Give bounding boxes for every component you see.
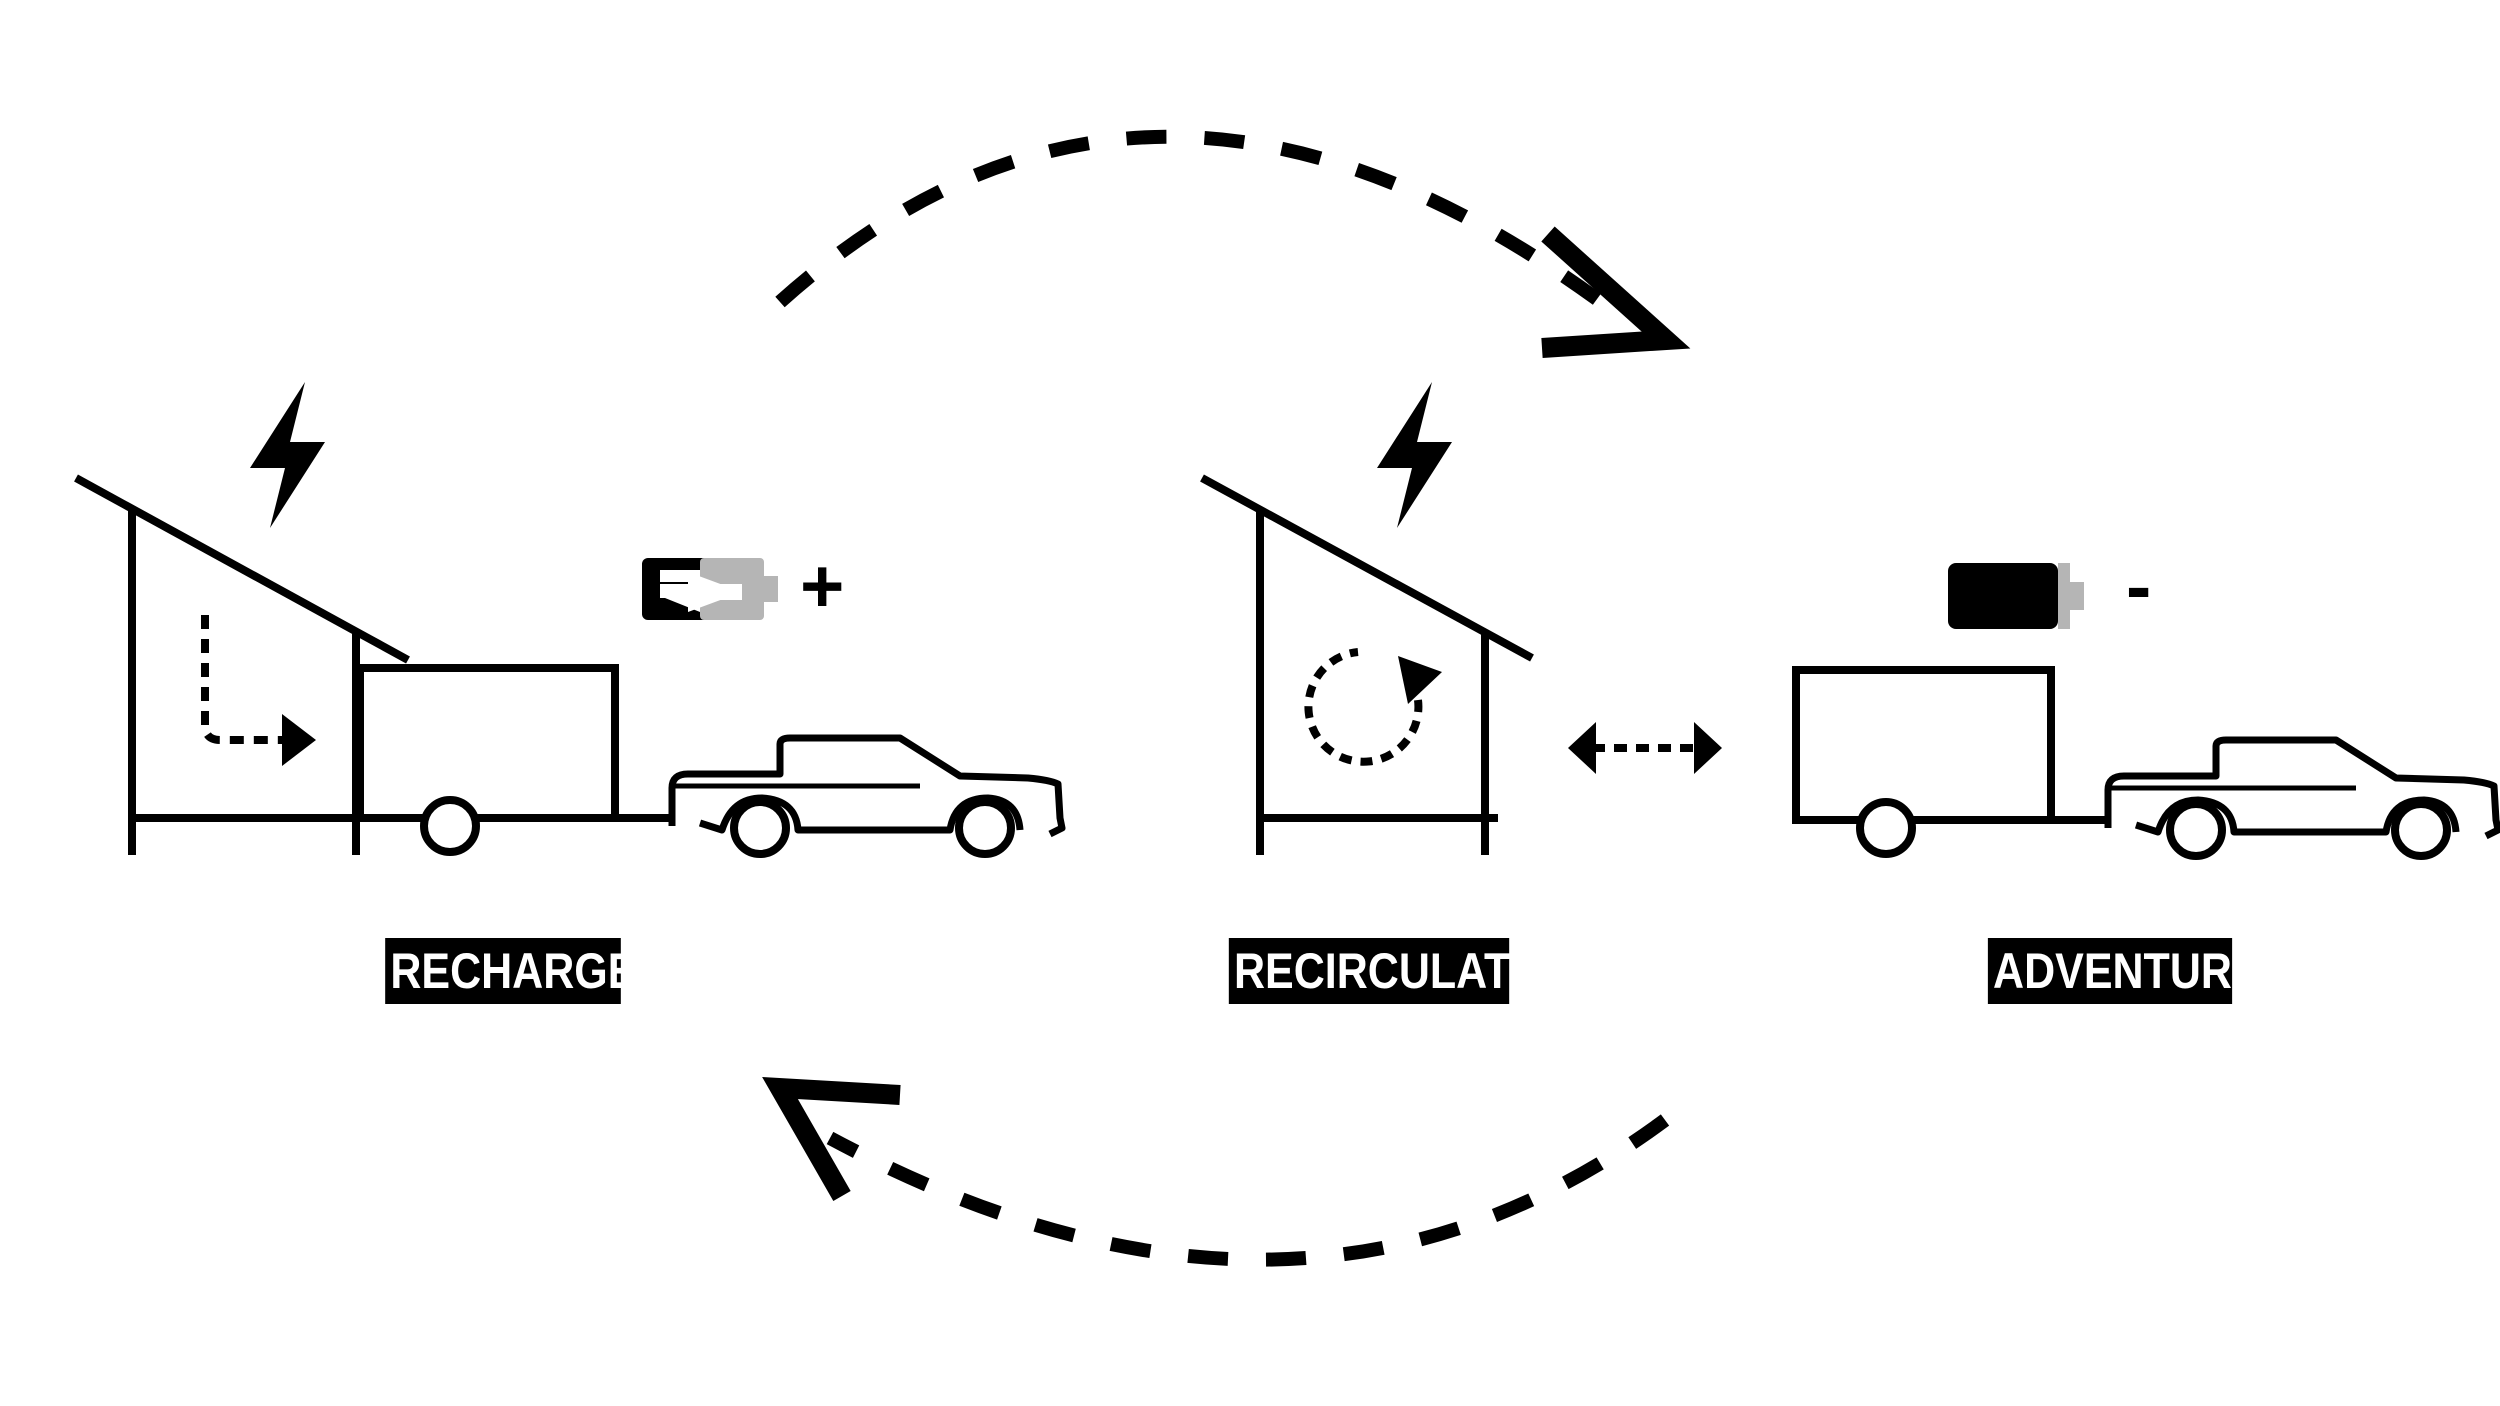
dashed-curved-arrow-icon — [775, 129, 1610, 311]
battery-minus-sign: - — [2126, 544, 2152, 629]
cycle-arrow-icon — [1304, 648, 1423, 766]
arrowhead-top — [1541, 226, 1691, 358]
lightning-bolt-icon — [250, 382, 325, 528]
adventure-illustration — [1796, 563, 2498, 856]
recharge-illustration — [74, 382, 1062, 855]
recirculate-label: RECIRCULATE — [1228, 938, 1539, 1004]
dashed-curved-arrow-icon — [826, 1114, 1670, 1267]
recirculate-illustration — [1200, 382, 1534, 855]
bidirectional-arrow-icon — [1568, 722, 1722, 774]
arrowhead-bottom — [762, 1076, 901, 1201]
lightning-bolt-icon — [1377, 382, 1452, 528]
recharge-label: RECHARGE — [385, 938, 636, 1004]
solar-shed-icon — [1200, 474, 1534, 855]
battery-icon — [1948, 563, 2084, 629]
trailer-icon — [360, 668, 1062, 854]
battery-plus-sign: + — [800, 544, 845, 629]
battery-icon — [642, 558, 778, 620]
adventure-label: ADVENTURE — [1987, 938, 2261, 1004]
trailer-icon — [1796, 670, 2498, 856]
